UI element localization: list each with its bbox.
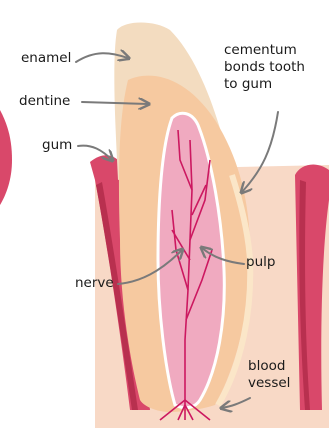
left-edge-gum bbox=[0, 110, 12, 205]
label-cementum-line3: to gum bbox=[224, 76, 324, 93]
label-pulp: pulp bbox=[246, 254, 275, 271]
label-cementum: cementum bonds tooth to gum bbox=[224, 42, 324, 93]
label-cementum-line2: bonds tooth bbox=[224, 59, 324, 76]
label-gum: gum bbox=[42, 137, 72, 154]
label-nerve: nerve bbox=[75, 275, 114, 292]
label-enamel: enamel bbox=[21, 50, 71, 67]
label-cementum-line1: cementum bbox=[224, 42, 324, 59]
label-blood-line1: blood bbox=[248, 358, 328, 375]
label-blood-line2: vessel bbox=[248, 375, 328, 392]
label-blood-vessel: blood vessel bbox=[248, 358, 328, 392]
label-dentine: dentine bbox=[19, 93, 70, 110]
